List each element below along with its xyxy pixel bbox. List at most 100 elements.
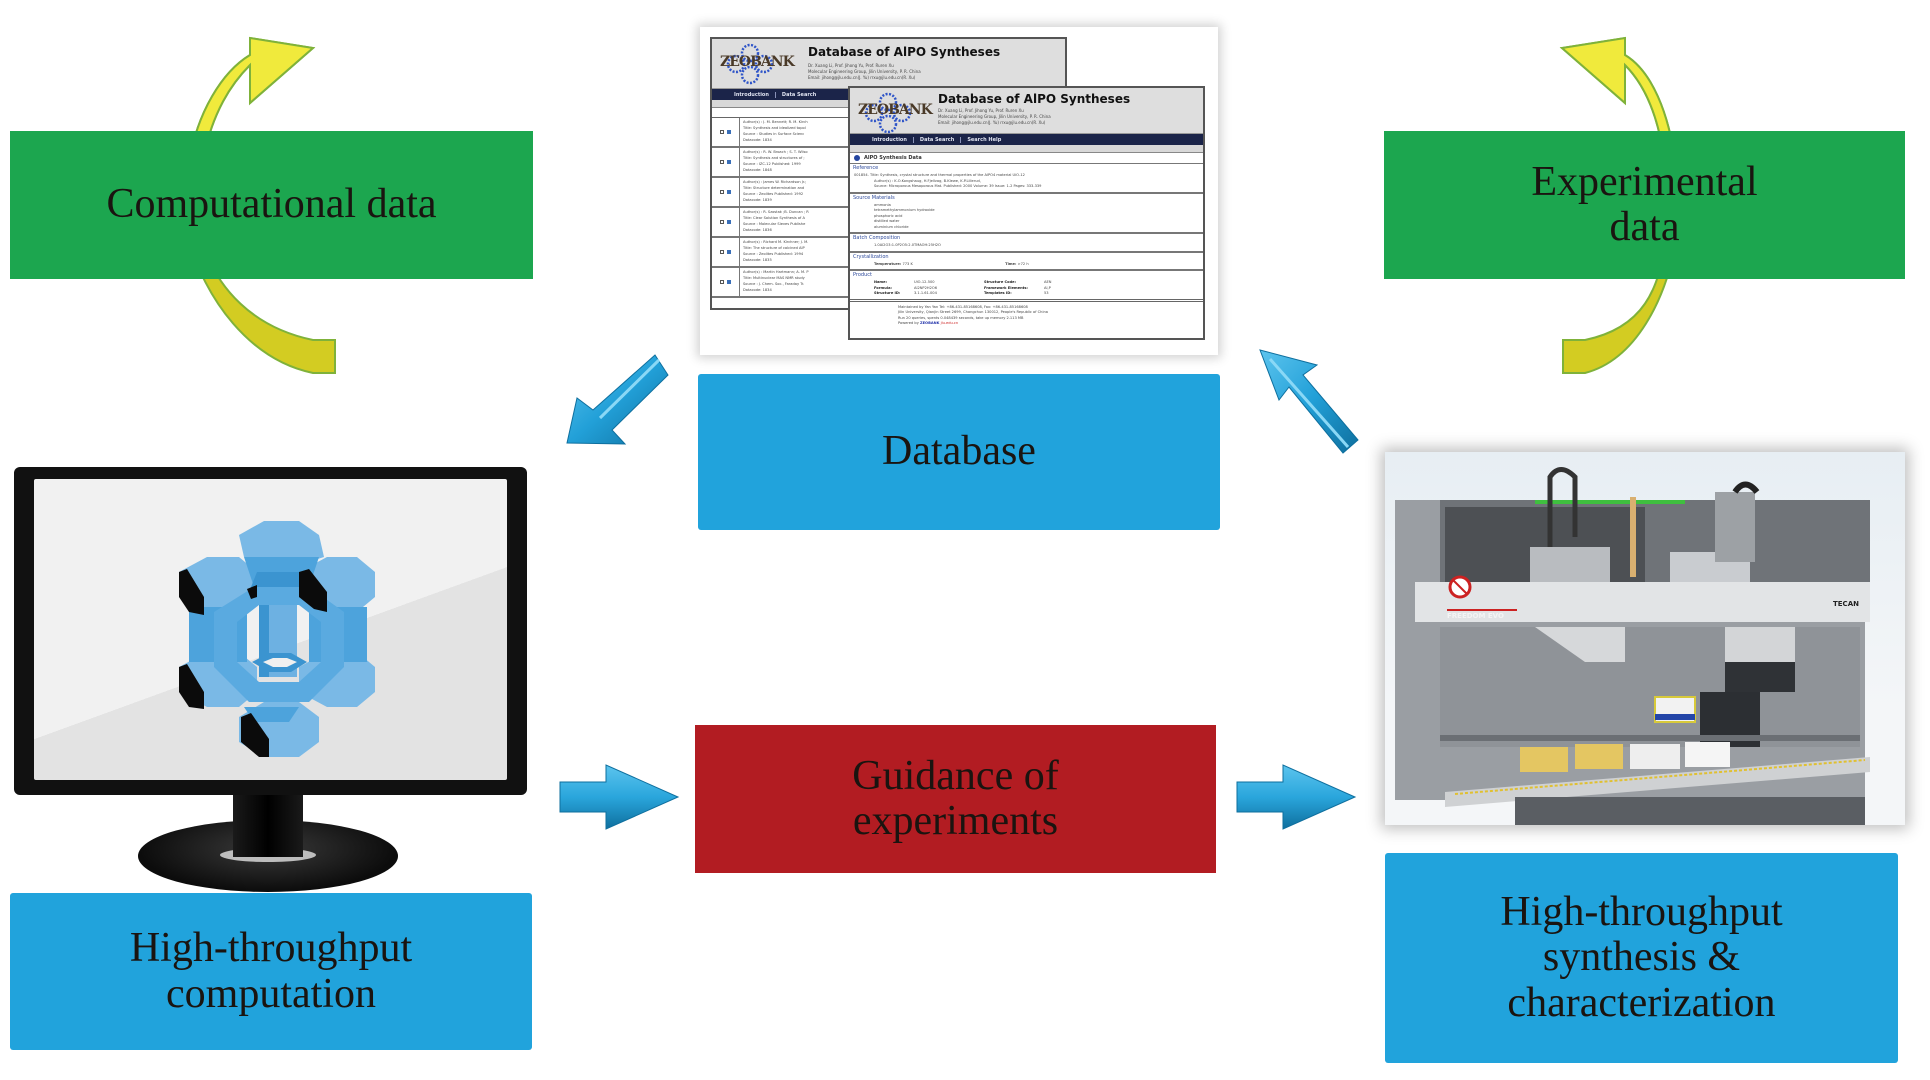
footer-line: Jilin University, Qianjin Street 2699, C…: [898, 310, 1048, 314]
product-field-value: Al,P: [1044, 285, 1051, 290]
product-field-label: Name:: [874, 280, 888, 284]
record-view-icon[interactable]: [727, 220, 731, 224]
record-controls: [712, 178, 740, 206]
computational-data-label: Computational data: [106, 181, 437, 228]
page-footer: Maintained by Yan Yan Tel: +86-431-85168…: [850, 298, 1203, 330]
powered-domain[interactable]: jlu.edu.cn: [940, 321, 959, 325]
reference-heading: Reference: [853, 165, 879, 171]
htc-label-line2: computation: [166, 970, 376, 1017]
zeolite-framework-icon: [179, 521, 375, 757]
record-line: Author(s) : Richard M. Kirchner; J. M.: [743, 240, 809, 244]
record-line: Source : Studies in Surface Scienc: [743, 132, 805, 136]
experimental-data-box: Experimental data: [1384, 131, 1905, 279]
record-controls: [712, 118, 740, 146]
record-view-icon[interactable]: [727, 160, 731, 164]
record-controls: [712, 208, 740, 236]
record-line: Title: Multinuclear MAS NMR study: [743, 276, 805, 280]
record-line: Title: The structure of calcined AlP: [743, 246, 805, 250]
product-field-value: UiO-12-500: [914, 280, 935, 284]
reference-line: 001854. Title: Synthesis, crystal struct…: [854, 173, 1025, 177]
record-text: Author(s) : Martin Hartmann; A. M. P Titl…: [740, 268, 812, 296]
record-text: Author(s) : R. Szostak ;B. Duncan ; R Tit…: [740, 208, 812, 236]
nav-data-search[interactable]: Data Search: [781, 91, 817, 98]
reference-line: Source: Microporous Mesoporous Mat. Publ…: [874, 184, 1042, 188]
subtitle-line: Molecular Engineering Group, Jilin Unive…: [938, 114, 1051, 119]
batch-composition-value: 1.0Al2O3:1.0P2O5:2.0TMAOH:25H2O: [874, 243, 941, 247]
record-line: Author(s) : James W. Richardson Jr.;: [743, 180, 807, 184]
product-field-value: AEN: [1044, 280, 1052, 284]
record-text: Author(s) : Richard M. Kirchner; J. M. Ti…: [740, 238, 811, 266]
robot-brand-label: TECAN: [1833, 600, 1859, 608]
record-checkbox[interactable]: [720, 130, 724, 134]
crystallization-heading: Crystallization: [850, 250, 1203, 261]
record-line: Title: Synthesis and structures of ;: [743, 156, 805, 160]
powered-prefix: Powered by: [898, 321, 919, 325]
nav-introduction[interactable]: Introduction: [728, 91, 776, 98]
product-field-label: Templates ID:: [984, 291, 1012, 295]
reference-line: Author(s) : K.O.Kongshaug, H.Fjellvag, B…: [874, 178, 981, 183]
arrow-synthesis-to-database-icon: [1259, 349, 1359, 454]
window-navbar: Introduction Data Search Search Help: [850, 134, 1203, 145]
record-checkbox[interactable]: [720, 190, 724, 194]
record-view-icon[interactable]: [727, 250, 731, 254]
record-checkbox[interactable]: [720, 280, 724, 284]
record-line: Author(s) : R. Szostak ;B. Duncan ; R: [743, 210, 809, 214]
robot-model-label: FREEDOM EVO: [1447, 612, 1504, 620]
record-view-icon[interactable]: [727, 130, 731, 134]
temperature-label: Temperature:: [874, 261, 902, 266]
synthesis-detail-window: ZEOBANK Database of AlPO Syntheses Dr. X…: [848, 86, 1205, 340]
nav-introduction[interactable]: Introduction: [866, 136, 914, 143]
hts-label-line2: synthesis &: [1542, 934, 1741, 981]
record-checkbox[interactable]: [720, 220, 724, 224]
experimental-data-label-line2: data: [1609, 204, 1680, 250]
record-view-icon[interactable]: [727, 280, 731, 284]
record-line: Author(s) : R. W. Broach ; S. T. Wilso: [743, 150, 808, 154]
footer-line: Maintained by Yan Yan Tel: +86-431-85168…: [898, 304, 1028, 309]
record-text: Author(s) : James W. Richardson Jr.;Titl…: [740, 178, 809, 206]
time-value: >72 h: [1017, 261, 1029, 266]
high-throughput-synthesis-box: High-throughput synthesis & characteriza…: [1385, 853, 1898, 1063]
record-line: Datacode: 1834: [743, 138, 772, 142]
nav-search-help[interactable]: Search Help: [967, 136, 1002, 143]
product-field-value: 53: [1044, 291, 1049, 295]
record-line: Title: Synthesis and idealized topol: [743, 126, 806, 130]
product-table: Name: UiO-12-500 Structure Code: AEN Formula…: [850, 279, 1203, 299]
guidance-label-line1: Guidance of: [852, 752, 1059, 799]
nav-data-search[interactable]: Data Search: [914, 136, 962, 143]
product-heading: Product: [850, 269, 1203, 279]
subtitle-line: Molecular Engineering Group, Jilin Unive…: [808, 69, 921, 74]
powered-name[interactable]: ZEOBANK: [920, 321, 940, 325]
logo-text: ZEOBANK: [858, 102, 933, 118]
product-field-label: Framework Elements:: [984, 285, 1028, 290]
source-material-item: ammonia: [874, 202, 891, 207]
record-checkbox[interactable]: [720, 250, 724, 254]
record-line: Title: Clear Solution Synthesis of A: [743, 216, 805, 220]
monitor-screen: [34, 479, 507, 780]
monitor-stand-neck: [233, 795, 303, 857]
experimental-data-label-line1: Experimental: [1531, 158, 1758, 205]
record-line: Datacode: 1836: [743, 228, 772, 232]
window-subtitle: Dr. Xuang Li, Prof. Jihong Yu, Prof. Rur…: [938, 108, 1051, 126]
record-checkbox[interactable]: [720, 160, 724, 164]
toolbar-strip: [850, 145, 1203, 153]
record-line: Author(s) : Martin Hartmann; A. M. P: [743, 270, 809, 274]
product-field-label: Formula:: [874, 285, 892, 290]
source-material-item: aluminium chloride: [874, 224, 909, 229]
record-controls: [712, 148, 740, 176]
source-material-item: tetramethylammonium hydroxide: [874, 208, 935, 212]
record-view-icon[interactable]: [727, 190, 731, 194]
window-title: Database of AlPO Syntheses: [938, 92, 1131, 106]
section-title: AlPO Synthesis Data: [864, 155, 922, 161]
time-label: Time:: [1005, 261, 1017, 266]
synthesis-data-title: AlPO Synthesis Data: [850, 153, 1203, 164]
hts-label-line3: characterization: [1507, 979, 1776, 1026]
product-field-label: Structure Code:: [984, 280, 1017, 284]
record-line: Author(s) : J. M. Bennett; R. M. Kirch: [743, 120, 808, 124]
hts-label-line1: High-throughput: [1500, 888, 1783, 935]
record-line: Datacode: 1835: [743, 258, 772, 262]
product-field-label: Structure ID:: [874, 291, 901, 295]
subtitle-line: Dr. Xuang Li, Prof. Jihong Yu, Prof. Rur…: [808, 63, 894, 68]
arrow-computation-to-guidance-icon: [559, 764, 680, 830]
